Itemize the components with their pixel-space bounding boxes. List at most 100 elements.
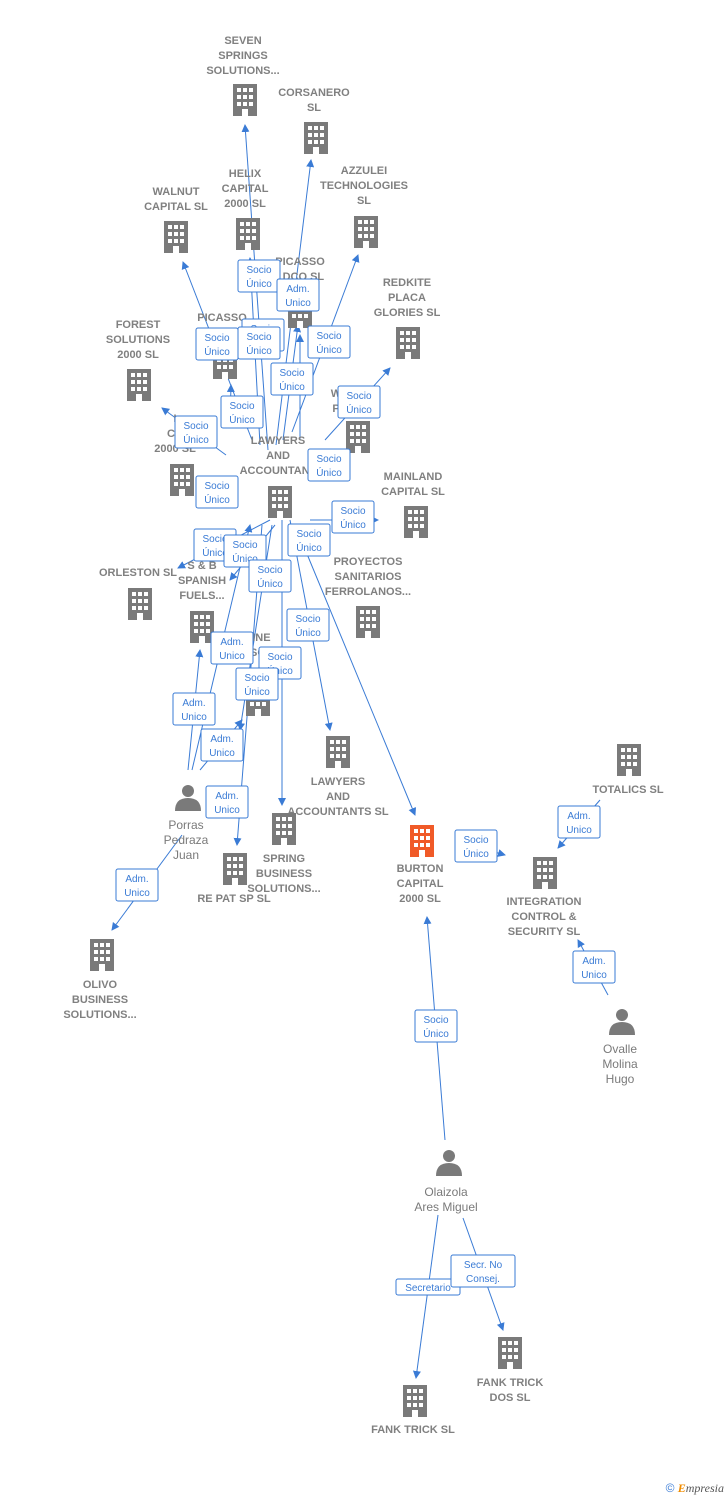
building-icon: [223, 853, 247, 885]
building-icon: [346, 421, 370, 453]
building-icon: [354, 216, 378, 248]
relation-edge: [412, 1214, 439, 1379]
relation-tag[interactable]: Adm.Unico: [115, 868, 159, 902]
svg-text:Adm.Unico: Adm.Unico: [209, 734, 235, 759]
person-icon: [175, 785, 201, 811]
node-label: PICASSO: [197, 312, 247, 324]
building-icon: [396, 327, 420, 359]
relation-tag[interactable]: Adm.Unico: [557, 805, 601, 839]
building-icon: [304, 122, 328, 154]
relation-tag[interactable]: Adm.Unico: [205, 785, 249, 819]
company-node-orleston[interactable]: ORLESTON SL: [99, 567, 177, 620]
relation-tag[interactable]: Adm.Unico: [200, 728, 244, 762]
building-icon: [236, 218, 260, 250]
company-node-picasso2[interactable]: PICASSO: [197, 312, 247, 379]
building-icon: [410, 825, 434, 857]
building-icon: [404, 506, 428, 538]
person-icon: [436, 1150, 462, 1176]
company-node-fank[interactable]: FANK TRICK SL: [371, 1385, 455, 1436]
company-node-repat[interactable]: RE PAT SP SL: [197, 853, 271, 905]
relation-tag[interactable]: Adm.Unico: [572, 950, 616, 984]
svg-text:Adm.Unico: Adm.Unico: [124, 874, 150, 899]
building-icon: [170, 464, 194, 496]
relation-tag[interactable]: Adm.Unico: [276, 278, 320, 312]
relation-tag[interactable]: Adm.Unico: [210, 631, 254, 665]
building-icon: [617, 744, 641, 776]
building-icon: [403, 1385, 427, 1417]
node-label: RE PAT SP SL: [197, 893, 271, 905]
building-icon: [128, 588, 152, 620]
relation-tag[interactable]: Adm.Unico: [172, 692, 216, 726]
svg-text:Adm.Unico: Adm.Unico: [219, 637, 245, 662]
relation-edge: [294, 524, 417, 816]
person-icon: [609, 1009, 635, 1035]
building-icon: [356, 606, 380, 638]
svg-text:Adm.Unico: Adm.Unico: [285, 284, 311, 309]
company-node-totalics[interactable]: TOTALICS SL: [592, 744, 664, 796]
empresia-logo[interactable]: © Empresia: [666, 1481, 724, 1496]
building-icon: [127, 369, 151, 401]
relation-tag[interactable]: Secretario: [395, 1278, 461, 1296]
